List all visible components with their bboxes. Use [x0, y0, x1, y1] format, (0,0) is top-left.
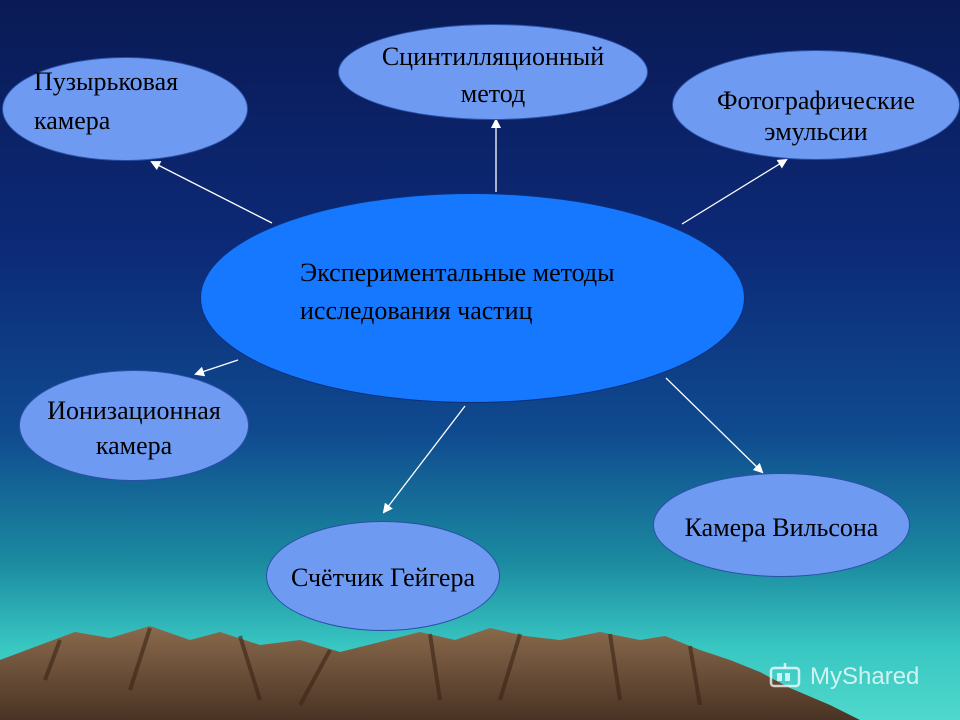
node-ionization [19, 370, 249, 481]
scintillation-label-2: метод [460, 79, 526, 108]
mountain-ridges [43, 627, 702, 706]
photo-emulsion-label-2: эмульсии [764, 117, 868, 146]
ionization-label-2: камера [95, 431, 173, 460]
watermark-text: MyShared [810, 663, 920, 690]
ionization-label-1: Ионизационная [47, 396, 221, 425]
center-label-1: Экспериментальные методы [300, 258, 615, 287]
arrow-to-photo-emulsion [681, 158, 788, 225]
watermark: MyShared [768, 657, 948, 697]
scintillation-label-1: Сцинтилляционный [381, 42, 605, 71]
myshared-logo-icon [769, 663, 801, 688]
node-wilson [653, 473, 910, 577]
photo-emulsion-label-1: Фотографические [716, 86, 916, 115]
geiger-label: Счётчик Гейгера [290, 563, 475, 592]
arrow-to-bubble-chamber [150, 161, 273, 224]
bubble-chamber-label-2: камера [34, 106, 111, 135]
node-scintillation [338, 24, 648, 120]
node-bubble-chamber [2, 57, 248, 161]
bubble-chamber-label-1: Пузырьковая [34, 67, 179, 96]
node-geiger [266, 521, 500, 631]
wilson-label: Камера Вильсона [684, 513, 879, 542]
arrow-to-ionization [194, 359, 239, 377]
arrow-to-wilson [665, 377, 764, 474]
node-center [200, 193, 745, 403]
node-photo-emulsion [672, 50, 960, 160]
arrow-to-geiger [382, 405, 466, 514]
mountains [0, 626, 860, 720]
center-label-2: исследования частиц [300, 296, 533, 325]
